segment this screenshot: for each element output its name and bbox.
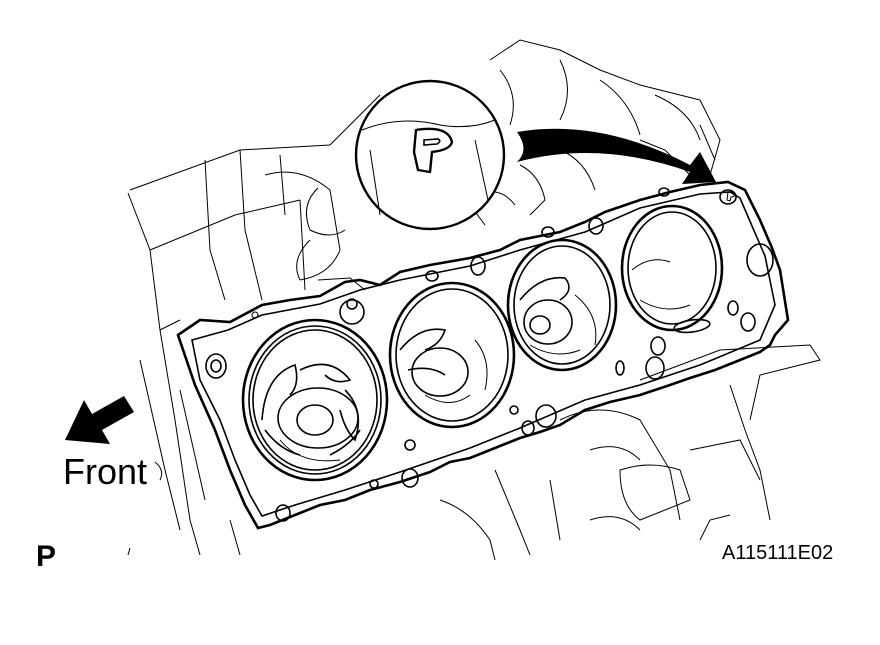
gasket-corner-mark-icon bbox=[726, 191, 736, 202]
cylinder-bore-4 bbox=[620, 204, 724, 332]
arrow-down-left-icon bbox=[65, 396, 134, 444]
figure-id: A115111E02 bbox=[722, 542, 834, 564]
gasket-holes bbox=[205, 187, 774, 522]
view-letter: P bbox=[36, 540, 57, 573]
cylinder-bore-3 bbox=[506, 238, 618, 372]
cylinder-bore-2 bbox=[388, 281, 516, 429]
front-label: Front bbox=[63, 451, 148, 492]
cylinder-bore-1 bbox=[241, 318, 389, 482]
gasket-outline bbox=[176, 180, 790, 530]
gasket-mark-p-icon bbox=[412, 127, 454, 174]
cylinder-head-gasket bbox=[176, 180, 790, 530]
curved-arrow-right-icon bbox=[517, 128, 716, 184]
